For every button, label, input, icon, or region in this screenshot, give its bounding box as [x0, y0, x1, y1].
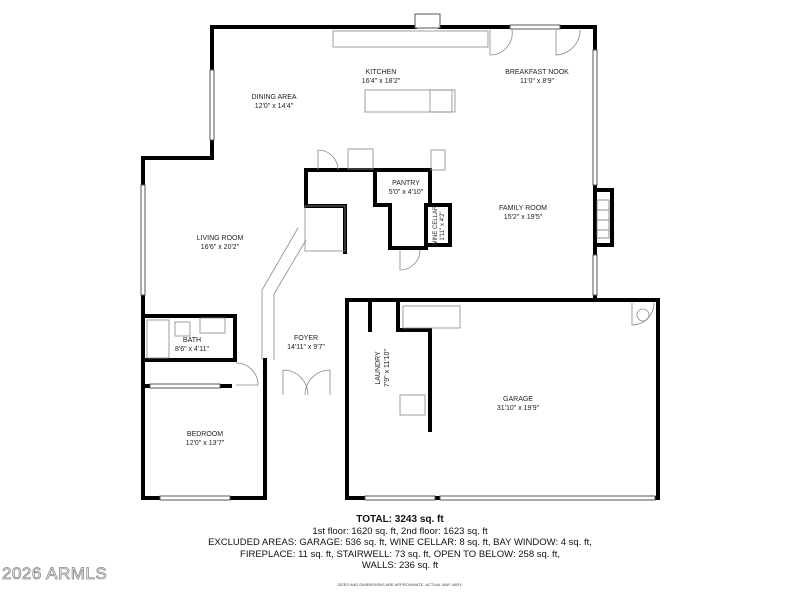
room-name: BATH [182, 337, 202, 344]
watermark: 2026 ARMLS [2, 564, 108, 584]
room-dims: 11'0" x 8'9" [520, 78, 554, 85]
room-dims: 1'11" x 4'2" [440, 211, 446, 241]
room-dims: 16'4" x 18'2" [361, 78, 401, 85]
room-name: WINE CELLAR [433, 205, 439, 247]
total-area: TOTAL: 3243 sq. ft [356, 514, 444, 525]
room-name: PANTRY [392, 180, 420, 187]
room-dims: 7'9" x 11'10" [384, 349, 391, 387]
room-family-room: FAMILY ROOM 15'2" x 19'5" [499, 204, 547, 222]
room-dims: 14'11" x 9'7" [287, 344, 325, 351]
room-name: LIVING ROOM [196, 235, 244, 242]
room-name: LAUNDRY [375, 351, 382, 385]
floor-areas: 1st floor: 1620 sq. ft, 2nd floor: 1623 … [312, 525, 488, 537]
room-dims: 8'6" x 4'11" [175, 346, 209, 353]
room-bath: BATH 8'6" x 4'11" [175, 336, 209, 354]
room-name: KITCHEN [365, 69, 397, 76]
area-summary: TOTAL: 3243 sq. ft 1st floor: 1620 sq. f… [0, 514, 800, 572]
windows [140, 13, 656, 501]
room-name: GARAGE [503, 396, 533, 403]
room-dims: 12'0" x 13'7" [185, 440, 225, 447]
disclaimer: SIZES AND DIMENSIONS ARE APPROXIMATE, AC… [337, 582, 463, 587]
excluded-areas-2: FIREPLACE: 11 sq. ft, STAIRWELL: 73 sq. … [240, 548, 560, 560]
room-name: BEDROOM [186, 431, 224, 438]
excluded-areas-1: EXCLUDED AREAS: GARAGE: 536 sq. ft, WINE… [208, 537, 592, 548]
room-name: FAMILY ROOM [499, 205, 547, 212]
room-foyer: FOYER 14'11" x 9'7" [287, 334, 325, 352]
room-dims: 5'0" x 4'10" [388, 189, 424, 196]
room-kitchen: KITCHEN 16'4" x 18'2" [362, 68, 400, 86]
room-dims: 15'2" x 19'5" [503, 214, 543, 221]
fixtures [146, 29, 655, 416]
room-dining-area: DINING AREA 12'0" x 14'4" [251, 93, 296, 111]
room-dims: 31'10" x 19'9" [496, 405, 540, 412]
fireplace-icon [596, 199, 610, 239]
room-breakfast-nook: BREAKFAST NOOK 11'0" x 8'9" [505, 68, 569, 86]
room-name: FOYER [293, 335, 319, 342]
room-bedroom: BEDROOM 12'0" x 13'7" [186, 430, 224, 448]
room-name: BREAKFAST NOOK [505, 69, 569, 76]
walls-area: WALLS: 236 sq. ft [361, 560, 439, 571]
walls [141, 25, 660, 500]
room-pantry: PANTRY 5'0" x 4'10" [389, 179, 424, 197]
room-dims: 16'6" x 20'2" [200, 244, 240, 251]
room-dims: 12'0" x 14'4" [254, 103, 294, 110]
room-garage: GARAGE 31'10" x 19'9" [497, 395, 539, 413]
room-name: DINING AREA [251, 94, 297, 101]
room-living-room: LIVING ROOM 16'6" x 20'2" [197, 234, 244, 252]
